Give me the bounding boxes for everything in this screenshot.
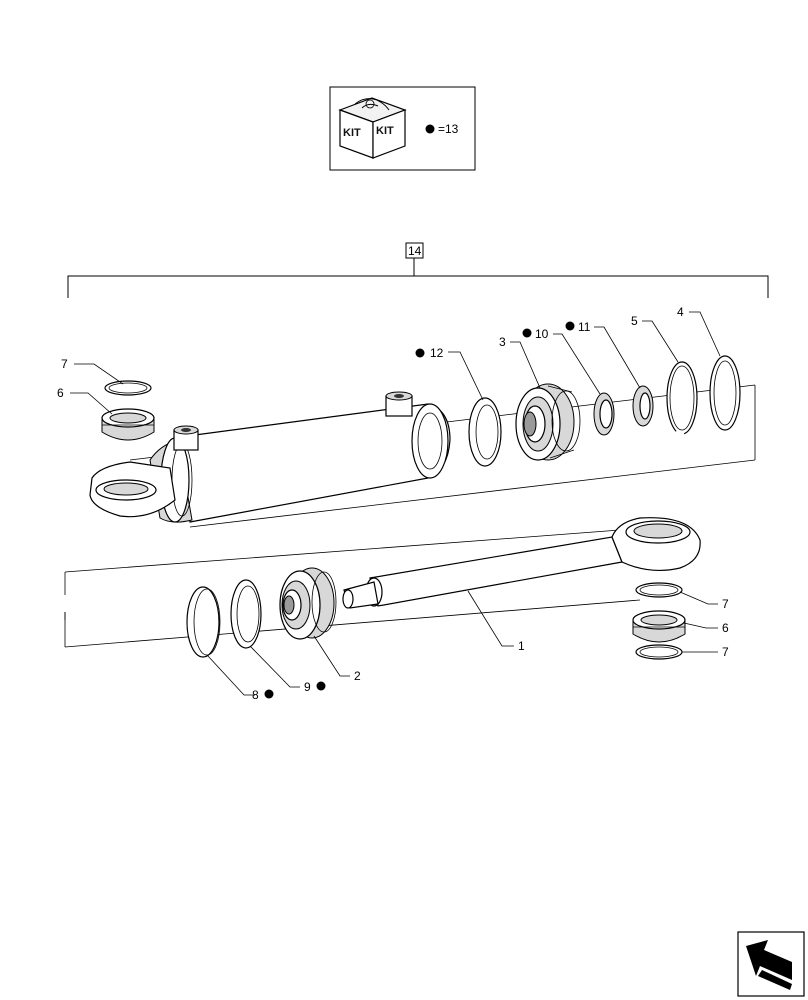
kit-dot-icon [264, 689, 274, 699]
part-11 [632, 385, 654, 427]
left-bushing-stack [101, 380, 155, 441]
lower-plane [64, 529, 641, 648]
callout-2: 2 [354, 669, 361, 683]
leader-lines [70, 311, 721, 696]
callout-7-right-bottom: 7 [722, 645, 729, 659]
part-9 [230, 579, 262, 649]
kit-dot-icon [522, 328, 532, 338]
part-6-left [101, 408, 155, 441]
cylinder-barrel [89, 391, 451, 523]
kit-dot-icon [565, 321, 575, 331]
callout-8: 8 [252, 688, 259, 702]
lower-seals [186, 567, 337, 658]
callout-6-right: 6 [722, 621, 729, 635]
callout-7-right-top: 7 [722, 597, 729, 611]
part-10 [593, 392, 615, 436]
callout-labels: 7 6 12 3 10 11 5 4 7 6 7 1 2 9 8 [57, 305, 729, 702]
part-3 [515, 383, 581, 461]
part-12 [468, 397, 502, 467]
kit-dot-icon [425, 124, 435, 134]
part-8 [186, 586, 221, 658]
kit-dot-icon [415, 348, 425, 358]
callout-6-left: 6 [57, 386, 64, 400]
kit-marker-value: =13 [438, 122, 459, 136]
kit-box-icon: KIT KIT [338, 97, 407, 159]
assembly-label: 14 [408, 244, 422, 258]
assembly-bracket: 14 [67, 242, 769, 298]
callout-9: 9 [304, 680, 311, 694]
callout-3: 3 [499, 335, 506, 349]
callout-10: 10 [535, 327, 549, 341]
part-7-left [104, 380, 152, 396]
callout-12: 12 [430, 346, 444, 360]
piston-rod [342, 517, 701, 609]
part-2 [279, 567, 337, 640]
kit-label-right: KIT [376, 125, 394, 137]
kit-dot-icon [316, 681, 326, 691]
callout-1: 1 [518, 639, 525, 653]
kit-label-left: KIT [343, 127, 361, 139]
kit-legend: KIT KIT =13 [329, 86, 476, 171]
navigation-arrow-icon[interactable] [737, 931, 805, 997]
part-7-right-top [635, 582, 683, 598]
right-bushing-stack [632, 582, 686, 660]
part-6-right [632, 610, 686, 643]
port-right [385, 391, 413, 417]
callout-4: 4 [677, 305, 684, 319]
upper-seals [468, 355, 741, 467]
callout-7-left: 7 [61, 357, 68, 371]
part-4 [709, 355, 741, 431]
part-5 [666, 361, 698, 436]
callout-11: 11 [578, 320, 591, 334]
port-left [173, 425, 199, 451]
callout-5: 5 [631, 314, 638, 328]
